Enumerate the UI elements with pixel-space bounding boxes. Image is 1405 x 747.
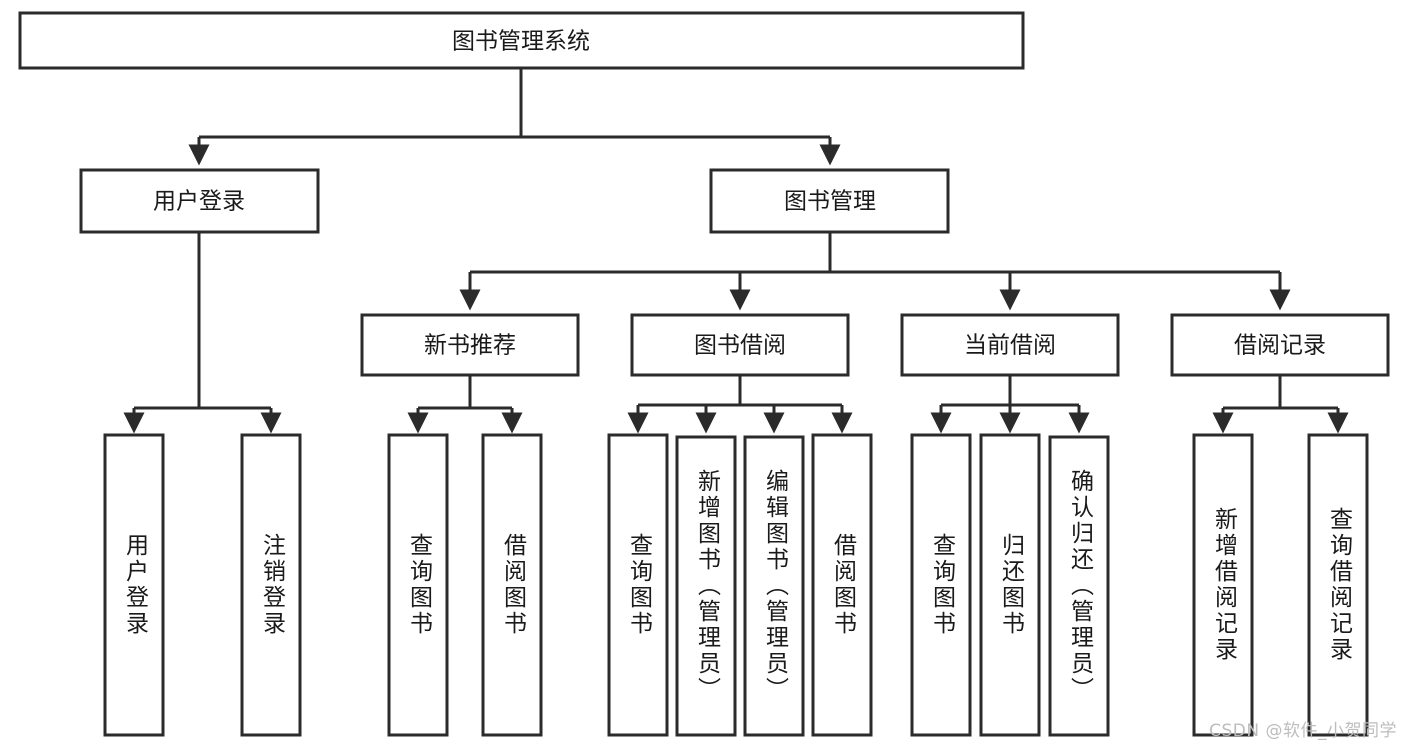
leaf-current-0-box[interactable] bbox=[910, 433, 972, 737]
node-borrow[interactable]: 图书借阅 bbox=[630, 313, 850, 377]
leaf-borrow-2-label: 编辑图书（管理员） bbox=[762, 469, 790, 703]
edges-current bbox=[930, 375, 1090, 434]
leaf-borrow-0[interactable]: 查询图书 bbox=[607, 433, 669, 737]
node-root-label: 图书管理系统 bbox=[452, 29, 590, 55]
node-current-borrow-box[interactable] bbox=[900, 313, 1120, 377]
csdn-watermark: CSDN @软件_小贺同学 bbox=[1209, 721, 1397, 741]
leaf-borrow-3-label: 借阅图书 bbox=[830, 533, 858, 637]
leaf-borrow-1-box[interactable] bbox=[675, 435, 737, 737]
edges-book-manage bbox=[459, 232, 1291, 311]
leaf-records-0[interactable]: 新增借阅记录 bbox=[1192, 433, 1254, 737]
leaf-new-book-1[interactable]: 借阅图书 bbox=[481, 433, 543, 737]
node-user-login-label: 用户登录 bbox=[153, 189, 245, 215]
node-borrow-records-box[interactable] bbox=[1170, 313, 1390, 377]
edges-records bbox=[1212, 375, 1349, 434]
leaf-records-1[interactable]: 查询借阅记录 bbox=[1307, 433, 1369, 737]
leaf-records-1-box[interactable] bbox=[1307, 433, 1369, 737]
node-current-borrow-label: 当前借阅 bbox=[964, 333, 1056, 359]
node-root-box[interactable] bbox=[18, 11, 1025, 70]
leaf-records-1-label: 查询借阅记录 bbox=[1326, 507, 1354, 663]
leaf-borrow-2[interactable]: 编辑图书（管理员） bbox=[743, 435, 805, 737]
node-user-login[interactable]: 用户登录 bbox=[79, 168, 320, 234]
leaf-current-0-label: 查询图书 bbox=[929, 533, 957, 637]
node-new-book[interactable]: 新书推荐 bbox=[360, 313, 580, 377]
leaf-records-0-box[interactable] bbox=[1192, 433, 1254, 737]
node-book-manage-box[interactable] bbox=[709, 168, 950, 234]
node-borrow-box[interactable] bbox=[630, 313, 850, 377]
leaf-borrow-3[interactable]: 借阅图书 bbox=[811, 433, 873, 737]
node-borrow-records[interactable]: 借阅记录 bbox=[1170, 313, 1390, 377]
leaf-new-book-0-box[interactable] bbox=[387, 433, 449, 737]
leaf-current-2[interactable]: 确认归还（管理员） bbox=[1048, 435, 1110, 737]
leaf-user-login-0-box[interactable] bbox=[103, 433, 165, 737]
leaf-current-2-box[interactable] bbox=[1048, 435, 1110, 737]
leaf-user-login-0[interactable]: 用户登录 bbox=[103, 433, 165, 737]
node-book-manage-label: 图书管理 bbox=[784, 189, 876, 215]
leaf-borrow-2-box[interactable] bbox=[743, 435, 805, 737]
edges-borrow bbox=[627, 375, 853, 434]
edges-new-book bbox=[407, 375, 523, 434]
leaf-current-0[interactable]: 查询图书 bbox=[910, 433, 972, 737]
node-root[interactable]: 图书管理系统 bbox=[18, 11, 1025, 70]
node-current-borrow[interactable]: 当前借阅 bbox=[900, 313, 1120, 377]
leaf-current-1[interactable]: 归还图书 bbox=[979, 433, 1041, 737]
leaf-borrow-3-box[interactable] bbox=[811, 433, 873, 737]
leaf-user-login-0-label: 用户登录 bbox=[122, 533, 150, 637]
leaf-borrow-0-box[interactable] bbox=[607, 433, 669, 737]
leaf-current-1-label: 归还图书 bbox=[998, 533, 1026, 637]
node-user-login-box[interactable] bbox=[79, 168, 320, 234]
node-new-book-box[interactable] bbox=[360, 313, 580, 377]
leaf-borrow-1-label: 新增图书（管理员） bbox=[694, 469, 722, 703]
node-new-book-label: 新书推荐 bbox=[424, 333, 516, 359]
node-borrow-records-label: 借阅记录 bbox=[1234, 333, 1326, 359]
leaf-new-book-0[interactable]: 查询图书 bbox=[387, 433, 449, 737]
leaf-user-login-1-box[interactable] bbox=[240, 433, 302, 737]
edges-user-login bbox=[123, 232, 282, 434]
leaf-records-0-label: 新增借阅记录 bbox=[1211, 507, 1239, 663]
leaf-borrow-1[interactable]: 新增图书（管理员） bbox=[675, 435, 737, 737]
node-borrow-label: 图书借阅 bbox=[694, 333, 786, 359]
leaf-new-book-1-box[interactable] bbox=[481, 433, 543, 737]
leaf-user-login-1[interactable]: 注销登录 bbox=[240, 433, 302, 737]
leaf-current-1-box[interactable] bbox=[979, 433, 1041, 737]
leaf-new-book-1-label: 借阅图书 bbox=[500, 533, 528, 637]
node-book-manage[interactable]: 图书管理 bbox=[709, 168, 950, 234]
edges-root bbox=[188, 68, 841, 166]
leaf-new-book-0-label: 查询图书 bbox=[406, 533, 434, 637]
leaf-user-login-1-label: 注销登录 bbox=[259, 533, 287, 637]
leaf-borrow-0-label: 查询图书 bbox=[626, 533, 654, 637]
leaf-current-2-label: 确认归还（管理员） bbox=[1067, 469, 1095, 703]
